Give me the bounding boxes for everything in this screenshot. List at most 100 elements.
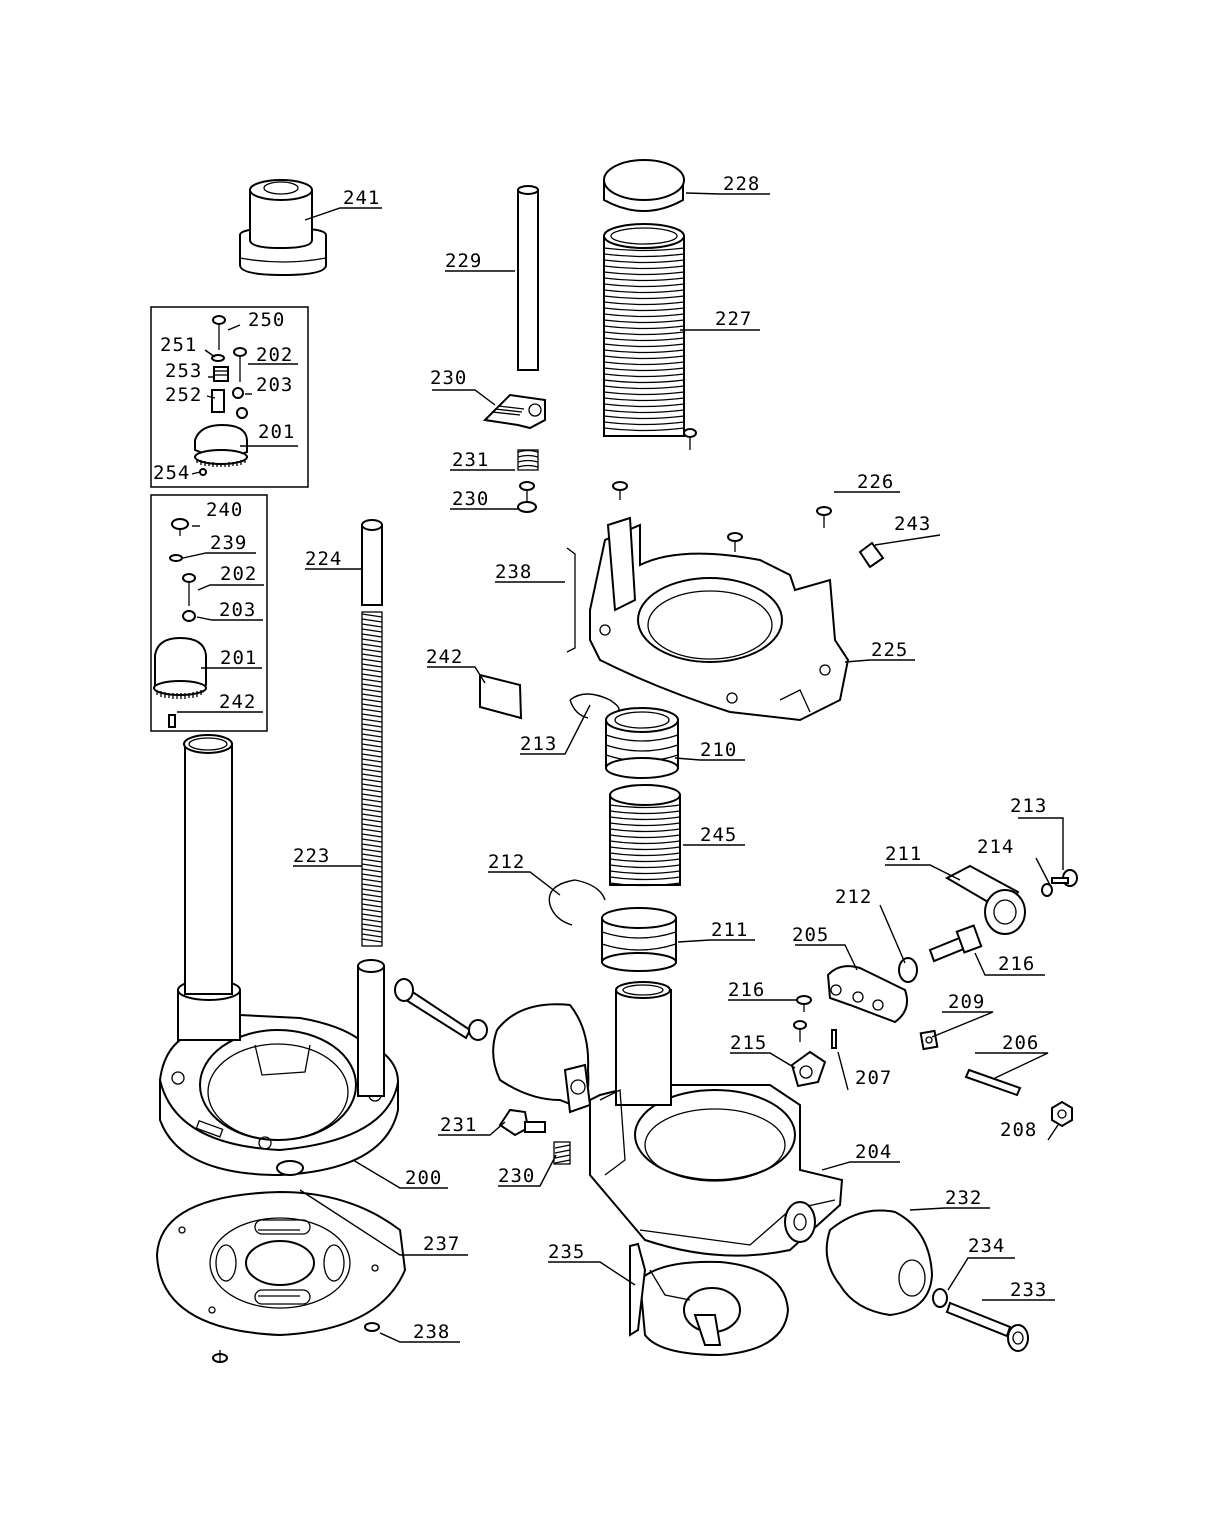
callout-214: 211 [885, 843, 922, 865]
part-210-ring [605, 707, 679, 779]
part-229-stop [517, 481, 537, 513]
callout-237: 238 [413, 1321, 450, 1343]
part-208-nut [1051, 1100, 1073, 1128]
callout-243: 239 [210, 532, 247, 554]
part-223-housing [589, 481, 850, 722]
part-217-screw [1051, 869, 1078, 887]
callout-241: 241 [343, 187, 380, 209]
leader-lines [177, 192, 1064, 1343]
part-232-handle [825, 1209, 934, 1317]
callout-254: 254 [153, 462, 190, 484]
part-228-clamp [482, 393, 546, 430]
part-219-bracket [790, 1050, 827, 1088]
callout-251: 251 [160, 334, 197, 356]
part-245-coil [609, 784, 681, 887]
part-221-spring [361, 611, 383, 947]
part-234-washer [932, 1288, 948, 1308]
callout-244: 240 [206, 499, 243, 521]
callout-201b: 201 [220, 647, 257, 669]
callout-233: 233 [1010, 1279, 1047, 1301]
callout-201a: 201 [258, 421, 295, 443]
callout-230a: 231 [452, 449, 489, 471]
part-235-cover [629, 1242, 790, 1357]
callout-208: 208 [1000, 1119, 1037, 1141]
callout-202b: 202 [220, 563, 257, 585]
part-240-label [858, 541, 885, 569]
callout-236: 237 [423, 1233, 460, 1255]
part-231-lever [498, 1108, 546, 1137]
part-211-ring [601, 907, 677, 972]
callout-203a: 203 [256, 374, 293, 396]
part-227-rod [517, 185, 539, 371]
callout-206: 206 [1002, 1032, 1039, 1054]
callout-213: 213 [520, 733, 557, 755]
part-206-pin [964, 1068, 1022, 1097]
callout-217: 213 [1010, 795, 1047, 817]
part-handle-left [492, 1003, 592, 1114]
part-204-base [589, 981, 844, 1257]
callout-228: 230 [430, 367, 467, 389]
callout-209: 209 [948, 991, 985, 1013]
callout-207: 207 [855, 1067, 892, 1089]
callout-231: 231 [440, 1114, 477, 1136]
part-200-base [158, 734, 400, 1177]
callout-242: 242 [219, 691, 256, 713]
callout-250: 250 [248, 309, 285, 331]
callout-239: 242 [426, 646, 463, 668]
callout-252: 252 [165, 384, 202, 406]
callout-211: 211 [711, 919, 748, 941]
callout-232: 232 [945, 1187, 982, 1209]
callout-205: 205 [792, 924, 829, 946]
detail-box-lower [150, 494, 268, 732]
part-226-cap [603, 159, 685, 212]
callout-230b: 230 [498, 1165, 535, 1187]
part-207-pin [831, 1029, 837, 1049]
callout-216: 216 [998, 953, 1035, 975]
callout-labels: 241 250 251 202 253 203 252 201 254 240 … [153, 173, 1047, 1343]
part-225-bellows [603, 223, 697, 450]
callout-227: 229 [445, 250, 482, 272]
part-241-bushing [239, 179, 327, 277]
part-216-screw [928, 924, 983, 963]
callout-222: 224 [305, 548, 342, 570]
part-209-washer [919, 1029, 939, 1051]
callout-225: 227 [715, 308, 752, 330]
part-238-strip [566, 547, 576, 653]
callout-203b: 203 [219, 599, 256, 621]
part-239-plate [479, 673, 523, 720]
part-215-ring [898, 957, 918, 983]
detail-lower-parts [153, 518, 207, 728]
callout-226: 228 [723, 173, 760, 195]
part-212-clip [548, 879, 606, 926]
callout-215: 212 [835, 886, 872, 908]
detail-upper-parts [194, 315, 248, 476]
callout-200: 200 [405, 1167, 442, 1189]
callout-234: 234 [968, 1235, 1005, 1257]
detail-box-upper [150, 306, 309, 488]
callout-224: 226 [857, 471, 894, 493]
part-214-knob [944, 864, 1026, 935]
callout-212: 212 [488, 851, 525, 873]
callout-253: 253 [165, 360, 202, 382]
callout-229: 230 [452, 488, 489, 510]
callout-204: 204 [855, 1141, 892, 1163]
part-230-spring-upper [517, 449, 539, 471]
part-222-tube [361, 519, 383, 606]
part-205-arm [826, 965, 908, 1024]
callout-220: 216 [728, 979, 765, 1001]
part-218-washer [1041, 883, 1053, 897]
callout-221: 223 [293, 845, 330, 867]
callout-238: 238 [495, 561, 532, 583]
callout-210: 210 [700, 739, 737, 761]
callout-245: 245 [700, 824, 737, 846]
callout-223: 225 [871, 639, 908, 661]
part-220-screw [793, 995, 812, 1042]
callout-240: 243 [894, 513, 931, 535]
part-bolt-side [394, 978, 488, 1041]
callout-218: 214 [977, 836, 1014, 858]
part-233-bolt [945, 1301, 1029, 1352]
callout-219: 215 [730, 1032, 767, 1054]
part-236-subbase [155, 1190, 407, 1363]
